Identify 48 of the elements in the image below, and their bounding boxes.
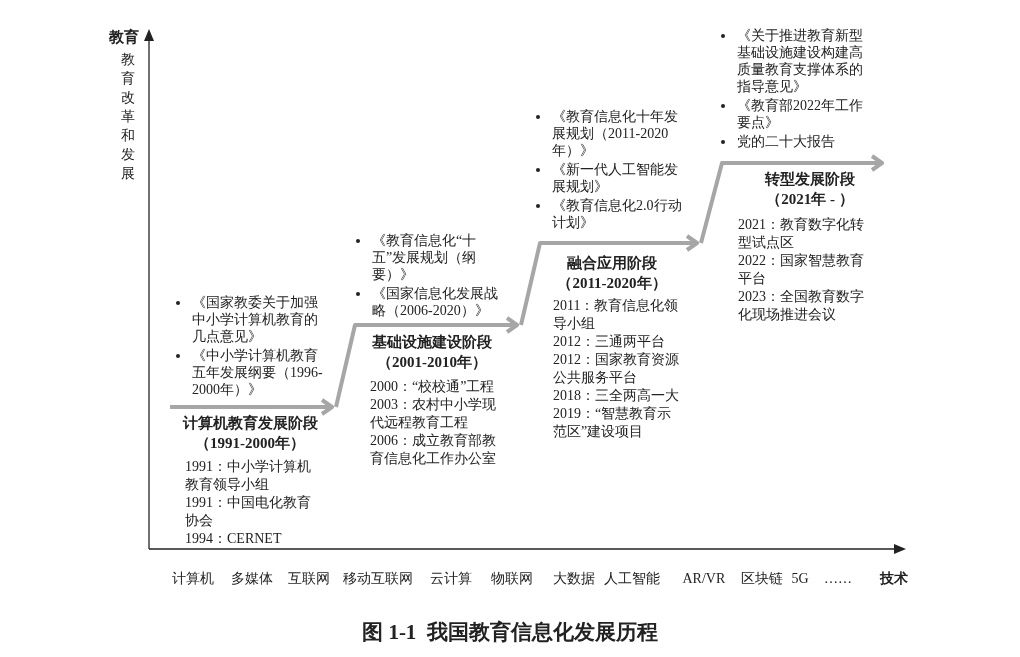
event-item: 2000：“校校通”工程 (370, 378, 496, 396)
bullet-item: 《国家信息化发展战略（2006-2020）》 (372, 285, 499, 319)
bullet-item: 《国家教委关于加强中小学计算机教育的几点意见》 (192, 294, 319, 345)
bullet-item: 《关于推进教育新型基础设施建设构建高质量教育支撑体系的指导意见》 (737, 27, 864, 95)
stage-title: 转型发展阶段 (763, 170, 856, 188)
event-item: 2012：三通两平台 (553, 333, 666, 351)
stage-title: （2021年 - ） (765, 190, 855, 208)
bullet-item: 《教育部2022年工作要点》 (737, 97, 864, 131)
technology-label: 区块链 (741, 570, 783, 588)
bullet-item: 《教育信息化2.0行动计划》 (552, 197, 683, 231)
bullet-item: 《教育信息化十年发展规划（2011-2020年）》 (552, 108, 679, 159)
axis-title: 教育 (108, 28, 140, 46)
event-item: 2011：教育信息化领导小组 (553, 297, 680, 333)
technology-label: 5G (791, 570, 809, 588)
event-item: 1991：中小学计算机教育领导小组 (185, 458, 312, 494)
technology-label: 云计算 (430, 570, 472, 588)
caption: 图 1-1 我国教育信息化发展历程 (361, 619, 659, 646)
technology-label: 互联网 (288, 570, 330, 588)
event-item: 2018：三全两高一大 (553, 387, 680, 405)
stage-title: （2001-2010年） (376, 353, 488, 371)
event-item: 2003：农村中小学现代远程教育工程 (370, 396, 497, 432)
technology-label: …… (824, 570, 852, 588)
event-item: 2006：成立教育部教育信息化工作办公室 (370, 432, 497, 468)
technology-label: 多媒体 (231, 570, 273, 588)
stage-title: 基础设施建设阶段 (371, 333, 493, 351)
technology-label: 大数据 (553, 570, 595, 588)
stage-title: 融合应用阶段 (566, 254, 658, 272)
technology-label: 人工智能 (604, 570, 660, 588)
technology-label: 计算机 (172, 570, 214, 588)
stage-title: 计算机教育发展阶段 (181, 414, 319, 432)
event-item: 2019：“智慧教育示范区”建设项目 (553, 405, 673, 441)
bullet-item: 党的二十大报告 (737, 133, 836, 150)
stage-title: （2011-2020年） (556, 274, 668, 292)
technology-label: AR/VR (682, 570, 726, 588)
axis-title: 技术 (880, 570, 908, 588)
event-item: 1994：CERNET (185, 530, 283, 548)
technology-label: 物联网 (491, 570, 533, 588)
technology-label: 移动互联网 (343, 570, 413, 588)
stage-title: （1991-2000年） (194, 434, 306, 452)
bullet-item: 《中小学计算机教育五年发展纲要（1996-2000年）》 (192, 347, 324, 398)
event-item: 2012：国家教育资源公共服务平台 (553, 351, 680, 387)
bullet-item: 《教育信息化“十五”发展规划（纲要）》 (372, 232, 478, 283)
event-item: 2023：全国教育数字化现场推进会议 (738, 288, 865, 324)
event-item: 2021：教育数字化转型试点区 (738, 216, 865, 252)
event-item: 2022：国家智慧教育平台 (738, 252, 865, 288)
axis-label: 教育改革和发展 (121, 51, 136, 183)
bullet-item: 《新一代人工智能发展规划》 (552, 161, 679, 195)
event-item: 1991：中国电化教育协会 (185, 494, 312, 530)
